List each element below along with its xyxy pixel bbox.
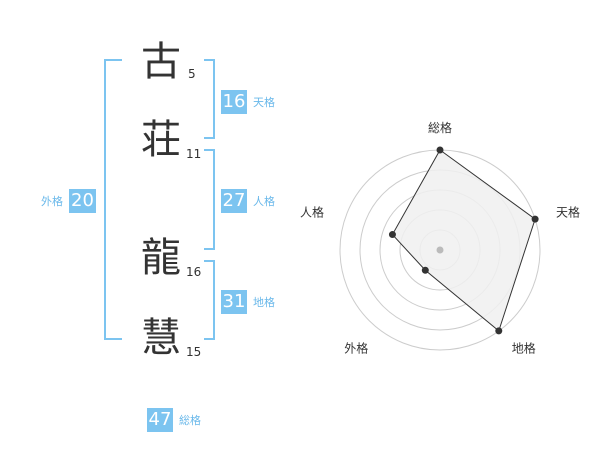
radar-point-5 — [388, 231, 396, 239]
radar-axis-label-1: 総格 — [428, 120, 452, 135]
radar-center-dot — [436, 246, 444, 254]
radar-point-1 — [436, 146, 444, 154]
soukaku-value: 47 — [147, 408, 173, 432]
stroke-count-3: 16 — [186, 265, 202, 279]
radar-axis-label-5: 人格 — [300, 204, 324, 219]
gaikaku-bracket — [104, 59, 122, 340]
radar-point-3 — [495, 327, 503, 335]
radar-polygon — [391, 149, 536, 332]
tenkaku-badge: 16 天格 — [221, 90, 275, 114]
chikaku-label: 地格 — [253, 296, 275, 309]
name-char-2: 荘 — [141, 117, 181, 163]
soukaku-badge: 47 総格 — [147, 408, 201, 432]
jinkaku-value: 27 — [221, 189, 247, 213]
radar-point-4 — [421, 266, 429, 274]
chikaku-value: 31 — [221, 290, 247, 314]
name-char-4: 慧 — [141, 315, 181, 361]
gaikaku-badge: 外格 20 — [41, 189, 96, 213]
radar-point-2 — [531, 215, 539, 223]
jinkaku-bracket — [204, 149, 215, 250]
gaikaku-value: 20 — [69, 189, 96, 213]
stroke-count-4: 15 — [186, 345, 202, 359]
gaikaku-label: 外格 — [41, 195, 63, 208]
tenkaku-value: 16 — [221, 90, 247, 114]
stroke-count-1: 5 — [188, 67, 196, 81]
radar-axis-label-3: 地格 — [512, 341, 536, 356]
jinkaku-badge: 27 人格 — [221, 189, 275, 213]
radar-axis-label-2: 天格 — [556, 204, 580, 219]
stroke-count-2: 11 — [186, 147, 202, 161]
chikaku-bracket — [204, 260, 215, 340]
jinkaku-label: 人格 — [253, 195, 275, 208]
chikaku-badge: 31 地格 — [221, 290, 275, 314]
tenkaku-bracket — [204, 59, 215, 139]
radar-axis-label-4: 外格 — [344, 341, 368, 356]
name-char-3: 龍 — [141, 235, 181, 281]
soukaku-label: 総格 — [179, 414, 201, 427]
name-char-1: 古 — [141, 39, 181, 85]
tenkaku-label: 天格 — [253, 96, 275, 109]
